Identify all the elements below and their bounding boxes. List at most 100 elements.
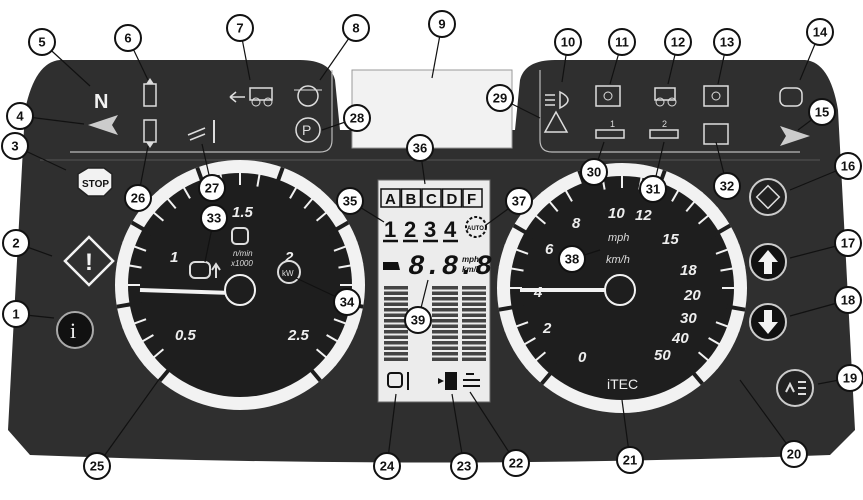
tachometer-tick bbox=[130, 220, 155, 237]
callout-number: 2 bbox=[12, 236, 19, 251]
bar-segment bbox=[384, 346, 408, 350]
callout-number: 1 bbox=[12, 307, 19, 322]
callout-number: 12 bbox=[671, 35, 685, 50]
speed-label-15: 15 bbox=[662, 231, 679, 248]
callout-number: 38 bbox=[565, 252, 579, 267]
speedometer-tick bbox=[708, 337, 731, 352]
bar-segment bbox=[432, 357, 458, 361]
tach-label-0.5: 0.5 bbox=[175, 327, 197, 344]
bar-segment bbox=[384, 352, 408, 356]
left-turn-arrow-icon bbox=[88, 115, 118, 135]
leader-line bbox=[96, 377, 161, 467]
speed-label-50: 50 bbox=[654, 347, 671, 364]
bar-segment bbox=[462, 341, 486, 345]
callout-25: 25 bbox=[83, 452, 111, 480]
tachometer-tick bbox=[122, 241, 147, 252]
bar-segment bbox=[462, 286, 486, 290]
range-letter: A bbox=[385, 191, 396, 208]
callout-5: 5 bbox=[28, 28, 56, 56]
down-arrow-button[interactable] bbox=[749, 303, 787, 341]
engine-icon bbox=[189, 261, 221, 279]
tachometer-tick bbox=[131, 334, 154, 349]
bar-segment bbox=[462, 291, 486, 295]
stop-button[interactable]: STOP bbox=[77, 167, 113, 197]
callout-number: 37 bbox=[512, 194, 526, 209]
range-letter: F bbox=[467, 191, 476, 208]
speed-label-18: 18 bbox=[680, 262, 697, 279]
callout-circle bbox=[486, 84, 514, 112]
tachometer-tick bbox=[256, 161, 263, 187]
callout-31: 31 bbox=[639, 175, 667, 203]
tachometer-tick bbox=[325, 220, 350, 237]
bar-segment bbox=[462, 330, 486, 334]
callout-circle bbox=[373, 452, 401, 480]
callout-circle bbox=[834, 286, 862, 314]
bar-segment bbox=[384, 308, 408, 312]
callout-30: 30 bbox=[580, 158, 608, 186]
bar-segment bbox=[432, 324, 458, 328]
callout-number: 30 bbox=[587, 165, 601, 180]
trailer-1-label: 1 bbox=[610, 119, 615, 129]
trailer-2-label: 2 bbox=[662, 119, 667, 129]
range-letter-box bbox=[441, 188, 463, 208]
callout-7: 7 bbox=[226, 14, 254, 42]
info-button[interactable]: i bbox=[56, 311, 94, 349]
callout-number: 4 bbox=[16, 109, 24, 124]
park-brake-icon: P bbox=[295, 117, 321, 143]
bar-segment bbox=[432, 346, 458, 350]
callout-number: 23 bbox=[457, 459, 471, 474]
bar-segment bbox=[462, 357, 486, 361]
bar-segment bbox=[462, 324, 486, 328]
differential-lock-rear-icon bbox=[143, 119, 157, 148]
def-icon bbox=[463, 373, 480, 387]
speed-label-10: 10 bbox=[608, 205, 625, 222]
bar-segment bbox=[384, 286, 408, 290]
callout-number: 7 bbox=[236, 21, 243, 36]
callout-number: 6 bbox=[124, 31, 131, 46]
callout-19: 19 bbox=[836, 364, 863, 392]
speed-label-2: 2 bbox=[542, 320, 552, 337]
auto-indicator: AUTO bbox=[465, 216, 487, 238]
bar-segment bbox=[432, 286, 458, 290]
menu-button[interactable] bbox=[776, 369, 814, 407]
callout-circle bbox=[343, 104, 371, 132]
callout-23: 23 bbox=[450, 452, 478, 480]
speed-label-12: 12 bbox=[635, 207, 652, 224]
callout-circle bbox=[502, 449, 530, 477]
callout-number: 18 bbox=[841, 293, 855, 308]
callout-1: 1 bbox=[2, 300, 30, 328]
callout-12: 12 bbox=[664, 28, 692, 56]
speedometer-tick bbox=[498, 265, 524, 272]
tractor-icon bbox=[654, 87, 677, 107]
speedometer-tick bbox=[707, 223, 732, 240]
bar-segment bbox=[384, 313, 408, 317]
trailer-1-icon: 1 bbox=[595, 119, 625, 139]
up-arrow-button[interactable] bbox=[749, 243, 787, 281]
tachometer-tick bbox=[303, 188, 322, 210]
callout-26: 26 bbox=[124, 184, 152, 212]
callout-2: 2 bbox=[2, 229, 30, 257]
callout-number: 19 bbox=[843, 371, 857, 386]
mode-button[interactable] bbox=[749, 178, 787, 216]
callout-number: 21 bbox=[623, 453, 637, 468]
tach-label-1: 1 bbox=[170, 249, 178, 266]
callout-circle bbox=[808, 98, 836, 126]
callout-29: 29 bbox=[486, 84, 514, 112]
kw-label: kW bbox=[282, 269, 294, 278]
callout-15: 15 bbox=[808, 98, 836, 126]
tachometer-ticks bbox=[115, 160, 365, 383]
warning-button[interactable]: ! bbox=[63, 235, 115, 287]
callout-number: 26 bbox=[131, 191, 145, 206]
callout-number: 24 bbox=[380, 459, 395, 474]
hazard-icon bbox=[543, 110, 569, 133]
callout-circle bbox=[198, 174, 226, 202]
tachometer-tick bbox=[272, 166, 285, 192]
callout-17: 17 bbox=[834, 229, 862, 257]
callout-circle bbox=[834, 229, 862, 257]
range-letter-box bbox=[462, 188, 483, 208]
callout-13: 13 bbox=[713, 28, 741, 56]
callout-24: 24 bbox=[373, 452, 401, 480]
callout-circle bbox=[608, 28, 636, 56]
tachometer-needle bbox=[139, 288, 233, 295]
